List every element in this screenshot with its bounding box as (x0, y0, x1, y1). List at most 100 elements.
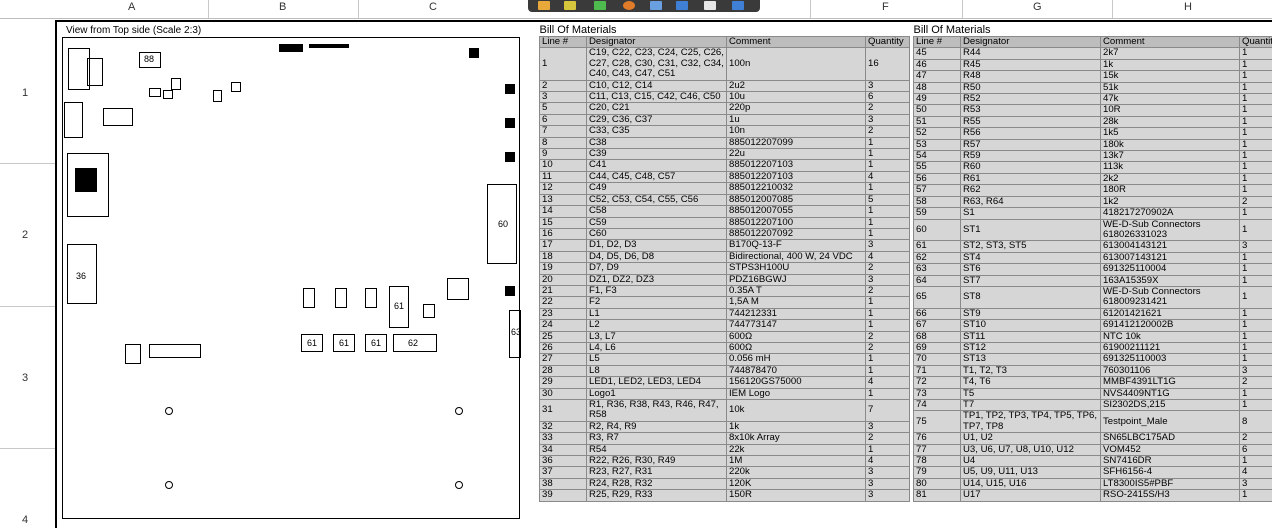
comment-cell: 1k5 (1100, 127, 1240, 140)
edit-icon[interactable] (564, 1, 576, 10)
designator-cell: C60 (586, 227, 727, 241)
quantity-cell: 5 (864, 193, 911, 207)
pcb-top-view[interactable]: 88 36 60 63 61 61 61 61 62 (62, 37, 521, 519)
designator-cell: U3, U6, U7, U8, U10, U12 (960, 443, 1101, 457)
designator-cell: D4, D5, D6, D8 (586, 250, 727, 264)
pcb-component (149, 88, 161, 97)
line-number-cell: 73 (913, 387, 961, 401)
col-header-quantity: Quantity (1238, 35, 1272, 49)
comment-cell: 0.35A T (726, 284, 866, 298)
comment-cell: SFH6156-4 (1100, 466, 1240, 479)
chart-icon[interactable] (538, 1, 550, 10)
circle-icon[interactable] (623, 1, 635, 10)
line-number-cell: 32 (539, 420, 587, 434)
line-number-cell: 38 (539, 477, 587, 491)
image-icon[interactable] (650, 1, 662, 10)
bom-icon[interactable] (704, 1, 716, 10)
quantity-cell: 2 (864, 330, 911, 343)
comment-cell: 22u (726, 148, 866, 161)
layer-icon[interactable] (594, 1, 606, 10)
designator-cell: C19, C22, C23, C24, C25, C26, C27, C28, … (586, 47, 727, 81)
line-number-cell: 17 (539, 239, 587, 252)
line-icon[interactable] (732, 1, 744, 10)
arrow-icon[interactable] (676, 1, 688, 10)
comment-cell: 113k (1100, 161, 1240, 174)
